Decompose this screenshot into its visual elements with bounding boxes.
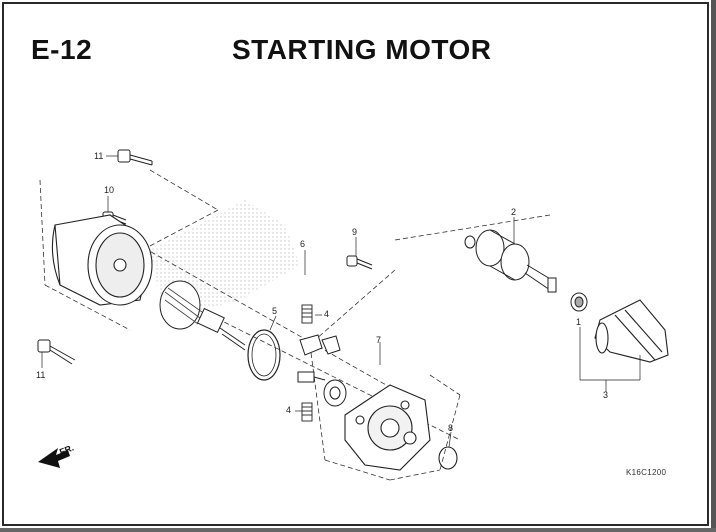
o-ring-8	[438, 446, 458, 470]
callout-6: 6	[300, 239, 306, 249]
spring-4-upper	[301, 304, 313, 324]
starter-clutch-2	[464, 229, 557, 293]
callout-10: 10	[104, 185, 115, 195]
callout-5: 5	[272, 306, 278, 316]
bolt-11-bottom	[37, 339, 76, 365]
frame-shadow-right	[711, 0, 716, 532]
front-direction-arrow-icon	[38, 448, 70, 468]
brush-upper	[299, 334, 341, 356]
callout-4-upper: 4	[324, 309, 330, 319]
armature	[159, 280, 246, 351]
callout-11-bottom: 11	[36, 370, 46, 380]
callout-7: 7	[376, 335, 382, 345]
frame-border	[2, 2, 709, 526]
bolt-9	[346, 255, 373, 270]
callout-2: 2	[511, 207, 517, 217]
frame-shadow-bottom	[0, 528, 716, 532]
leader-lines	[41, 155, 641, 448]
callout-8: 8	[448, 423, 454, 433]
callout-1: 1	[576, 317, 582, 327]
bolt-11-top	[117, 149, 153, 166]
brush-lower	[297, 371, 326, 383]
callout-4-lower: 4	[286, 405, 292, 415]
o-ring-5	[247, 329, 281, 381]
end-cover-7	[344, 384, 431, 471]
motor-housing	[51, 214, 153, 306]
bearing	[323, 379, 347, 407]
callout-3: 3	[603, 390, 609, 400]
collar-1	[570, 292, 588, 312]
spring-4-lower	[301, 402, 313, 422]
section-code: E-12	[31, 34, 93, 65]
cover-3	[594, 299, 669, 363]
page-title: STARTING MOTOR	[232, 34, 492, 65]
callout-9: 9	[352, 227, 358, 237]
callout-11-top: 11	[94, 151, 104, 161]
drawing-reference-code: K16C1200	[626, 468, 667, 477]
